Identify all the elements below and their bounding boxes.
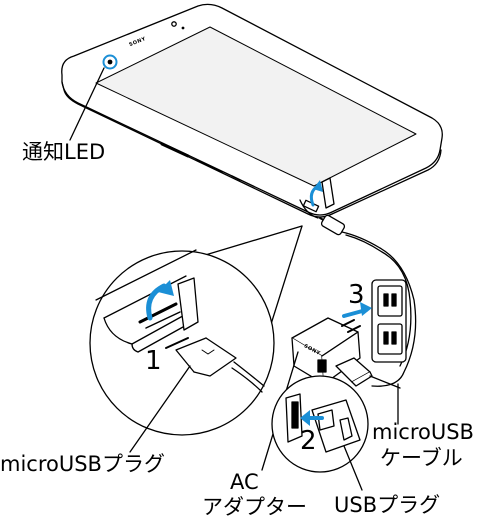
wall-outlet <box>371 279 407 363</box>
step-3-number: 3 <box>348 280 365 310</box>
usb-plug-label: USBプラグ <box>334 493 441 517</box>
ac-adapter-label-line1: AC <box>230 470 259 494</box>
microusb-plug-leader <box>129 365 191 453</box>
notification-led-label: 通知LED <box>22 140 106 164</box>
usb-plug-top <box>335 357 401 389</box>
step-2-number: 2 <box>300 426 317 456</box>
ac-adapter-label-line2: アダプター <box>202 495 307 519</box>
led-leader <box>69 67 105 141</box>
tablet <box>61 3 443 219</box>
open-cover-arrow-small <box>309 177 335 209</box>
step-1-number: 1 <box>145 346 162 376</box>
microusb-cable-label-line1: microUSB <box>372 420 474 444</box>
microusb-plug-label: microUSBプラグ <box>0 452 165 476</box>
cable-top <box>319 214 417 387</box>
usb-zoom-callout <box>271 375 369 473</box>
zoom-callout <box>89 225 303 436</box>
microusb-cable-label-line2: ケーブル <box>380 446 463 470</box>
usb-plug-leader <box>343 445 363 491</box>
